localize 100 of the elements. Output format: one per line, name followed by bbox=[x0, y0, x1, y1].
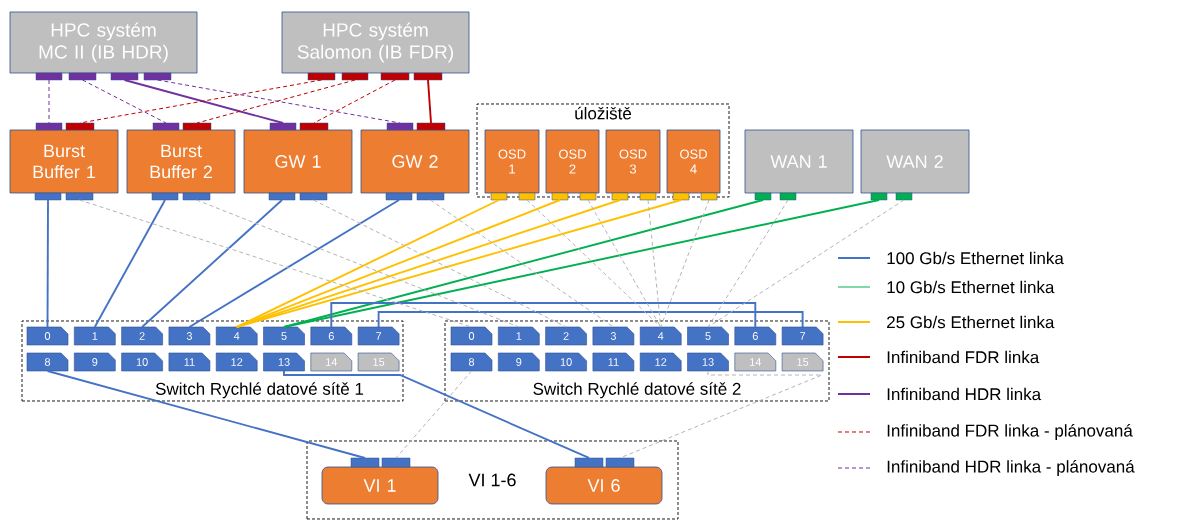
cable-line bbox=[157, 79, 401, 124]
cable-line bbox=[647, 199, 662, 328]
port-tab bbox=[381, 457, 411, 468]
switch-port: 2 bbox=[121, 326, 163, 346]
switch-port: 9 bbox=[74, 352, 116, 372]
cable-line bbox=[123, 79, 284, 124]
server-box: Burst Buffer 1 bbox=[9, 129, 119, 194]
server-box: GW 1 bbox=[243, 129, 353, 194]
cable-line bbox=[430, 199, 614, 328]
switch-port: 9 bbox=[498, 352, 540, 372]
cable-line bbox=[427, 79, 432, 124]
storage-node-box: OSD 2 bbox=[545, 129, 600, 194]
switch-port: 12 bbox=[639, 352, 682, 372]
cable-line bbox=[526, 199, 662, 328]
switch-port: 6 bbox=[734, 326, 777, 346]
cable-line bbox=[141, 199, 283, 328]
cable-line bbox=[330, 302, 757, 328]
port-tab bbox=[34, 192, 62, 201]
port-tab bbox=[110, 72, 139, 81]
port-tab bbox=[574, 457, 604, 468]
server-box: VI 6 bbox=[545, 466, 663, 505]
cable-line bbox=[619, 370, 823, 459]
switch-port: 8 bbox=[450, 352, 493, 372]
port-tab bbox=[65, 122, 95, 131]
server-box: Burst Buffer 2 bbox=[126, 129, 236, 194]
port-tab bbox=[35, 122, 63, 131]
port-tab bbox=[518, 192, 536, 201]
cable-line bbox=[93, 199, 166, 328]
port-tab bbox=[152, 122, 180, 131]
cable-line bbox=[79, 199, 472, 328]
switch-port: 14 bbox=[734, 352, 777, 372]
cable-line bbox=[188, 199, 400, 328]
port-tab bbox=[605, 457, 635, 468]
port-tab bbox=[870, 192, 888, 201]
switch-port: 13 bbox=[687, 352, 729, 372]
cable-line bbox=[313, 79, 396, 124]
legend-label: 100 Gb/s Ethernet linka bbox=[887, 251, 1064, 265]
server-box: VI 1 bbox=[321, 466, 439, 505]
cable-line bbox=[79, 79, 322, 124]
cable-line bbox=[46, 370, 366, 459]
switch-port: 12 bbox=[215, 352, 258, 372]
port-tab bbox=[350, 457, 380, 468]
port-tab bbox=[299, 192, 328, 201]
port-tab bbox=[385, 192, 413, 201]
port-tab bbox=[268, 192, 296, 201]
switch-port: 11 bbox=[168, 352, 211, 372]
cable-line bbox=[395, 370, 472, 459]
switch-port: 10 bbox=[545, 352, 587, 372]
cable-line bbox=[283, 370, 590, 459]
switch-port: 11 bbox=[592, 352, 635, 372]
switch-port: 15 bbox=[357, 352, 400, 372]
port-tab bbox=[68, 72, 97, 81]
cable-line bbox=[313, 199, 567, 328]
legend-label: Infiniband HDR linka - plánovaná bbox=[887, 459, 1135, 476]
cable-line bbox=[707, 199, 905, 328]
switch-port: 4 bbox=[215, 326, 258, 346]
legend-label: 25 Gb/s Ethernet linka bbox=[887, 315, 1055, 329]
port-tab bbox=[416, 122, 446, 131]
port-tab bbox=[579, 192, 597, 201]
storage-node-box: OSD 1 bbox=[484, 129, 540, 194]
switch-port: 8 bbox=[26, 352, 69, 372]
port-tab bbox=[639, 192, 657, 201]
legend-label: Infiniband HDR linka bbox=[887, 387, 1042, 401]
cable-line bbox=[377, 311, 804, 328]
port-tab bbox=[700, 192, 718, 201]
switch-port: 5 bbox=[687, 326, 729, 346]
port-tab bbox=[416, 192, 445, 201]
server-box: HPC systém Salomon (IB FDR) bbox=[281, 11, 470, 74]
switch-port: 0 bbox=[26, 326, 69, 346]
cable-line bbox=[46, 199, 49, 328]
legend-label: Infiniband FDR linka - plánovaná bbox=[887, 423, 1133, 440]
wan-box: WAN 2 bbox=[860, 129, 970, 194]
switch-port: 0 bbox=[450, 326, 493, 346]
switch-port: 4 bbox=[639, 326, 682, 346]
port-tab bbox=[269, 122, 297, 131]
port-tab bbox=[151, 192, 179, 201]
switch-port: 2 bbox=[545, 326, 587, 346]
port-tab bbox=[490, 192, 508, 201]
switch-port: 1 bbox=[498, 326, 540, 346]
server-box: GW 2 bbox=[360, 129, 470, 194]
port-tab bbox=[413, 72, 443, 81]
cable-line bbox=[283, 199, 880, 328]
switch-port: 5 bbox=[263, 326, 305, 346]
switch-port: 3 bbox=[592, 326, 635, 346]
port-tab bbox=[143, 72, 172, 81]
legend-label: 10 Gb/s Ethernet linka bbox=[887, 280, 1055, 294]
storage-node-box: OSD 3 bbox=[605, 129, 661, 194]
switch-port: 10 bbox=[121, 352, 163, 372]
cable-line bbox=[196, 79, 356, 124]
cable-line bbox=[707, 199, 789, 328]
switch-port: 14 bbox=[310, 352, 353, 372]
port-tab bbox=[754, 192, 772, 201]
port-tab bbox=[779, 192, 797, 201]
port-tab bbox=[307, 72, 336, 81]
port-tab bbox=[386, 122, 414, 131]
cable-line bbox=[660, 199, 710, 328]
port-tab bbox=[380, 72, 410, 81]
port-tab bbox=[895, 192, 913, 201]
cable-line bbox=[48, 79, 50, 124]
switch-port: 15 bbox=[781, 352, 824, 372]
